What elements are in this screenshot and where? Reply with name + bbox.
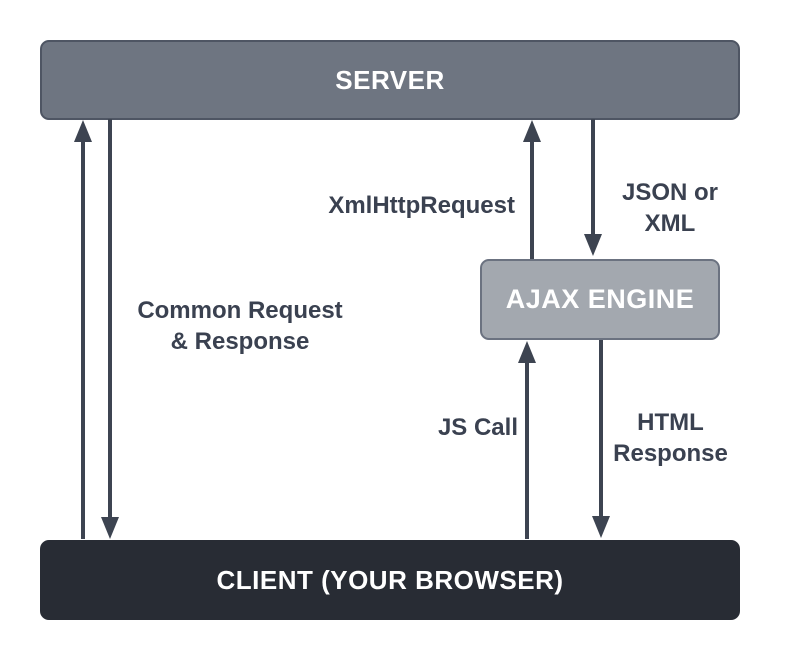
edge-label-common-request-response: Common Request & Response [137,297,343,355]
client-node: CLIENT (YOUR BROWSER) [40,540,740,620]
server-node: SERVER [40,40,740,120]
ajax-engine-node: AJAX ENGINE [480,259,720,340]
arrowhead-down-icon [592,516,610,538]
arrow-line [530,140,534,259]
arrowhead-down-icon [101,517,119,539]
arrowhead-down-icon [584,234,602,256]
arrow-line [81,140,85,539]
arrow-line [108,119,112,519]
arrowhead-up-icon [518,341,536,363]
arrow-line [599,340,603,518]
arrowhead-up-icon [523,120,541,142]
arrow-line [591,119,595,236]
ajax-engine-label: AJAX ENGINE [505,284,695,314]
edge-label-json-or-xml: JSON or XML [621,179,719,237]
edge-label-html-response: HTML Response [613,409,728,467]
arrowhead-up-icon [74,120,92,142]
arrow-line [525,361,529,539]
server-label: SERVER [335,64,445,95]
edge-label-xmlhttprequest: XmlHttpRequest [328,192,515,219]
edge-label-js-call: JS Call [437,414,518,441]
client-label: CLIENT (YOUR BROWSER) [216,564,564,595]
